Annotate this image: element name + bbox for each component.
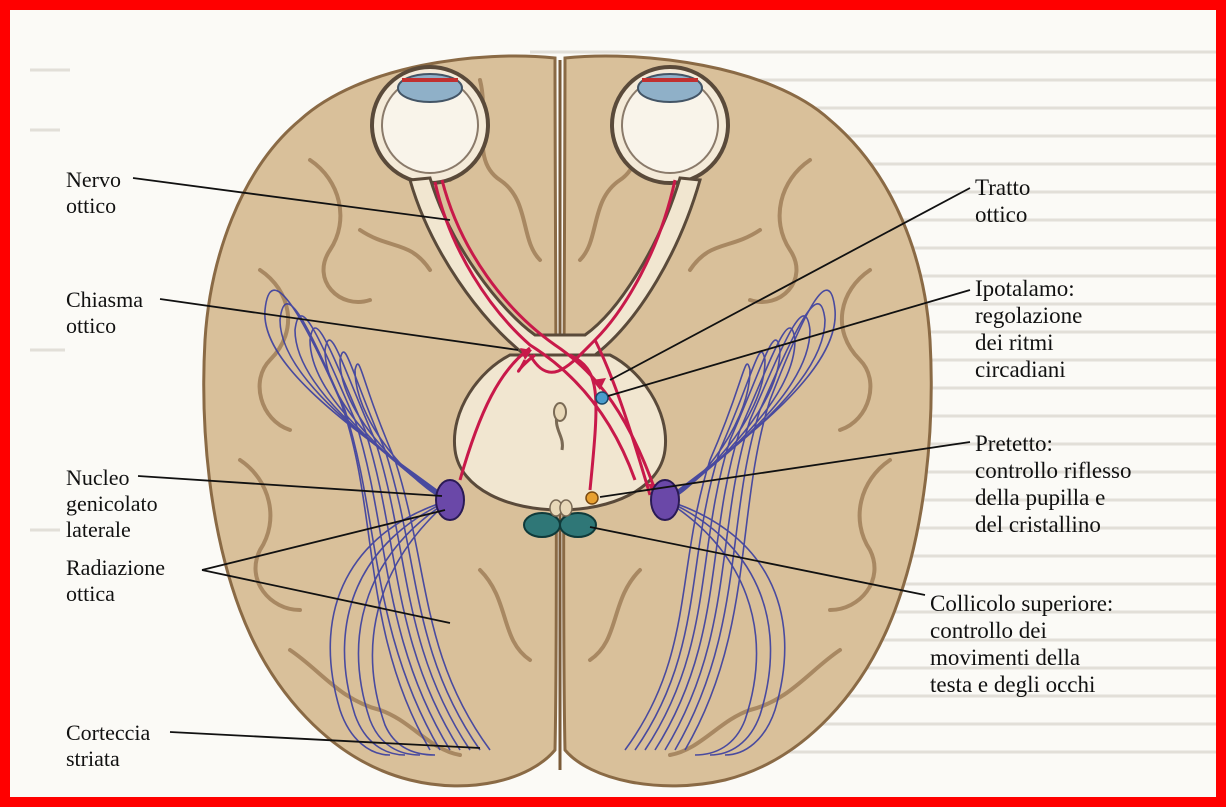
label-chiasma-ottico-line1: Chiasma [66,287,143,313]
superior-colliculus-left [524,513,560,537]
label-nervo-ottico-line2: ottico [66,193,121,219]
label-pretetto-line1: Pretetto: [975,430,1132,457]
label-radiazione-ottica-line2: ottica [66,581,165,607]
pretectum-dot [586,492,598,504]
label-pretetto-line4: del cristallino [975,511,1132,538]
label-nucleo-genicolato-line1: Nucleo [66,465,158,491]
label-nucleo-genicolato-line2: genicolato [66,491,158,517]
label-nervo-ottico-line1: Nervo [66,167,121,193]
label-corteccia-striata: Corteccia striata [66,720,150,772]
label-radiazione-ottica-line1: Radiazione [66,555,165,581]
label-collicolo-line4: testa e degli occhi [930,671,1113,698]
label-pretetto-line3: della pupilla e [975,484,1132,511]
label-collicolo: Collicolo superiore: controllo dei movim… [930,590,1113,698]
label-chiasma-ottico-line2: ottico [66,313,143,339]
label-pretetto-line2: controllo riflesso [975,457,1132,484]
label-tratto-ottico: Tratto ottico [975,174,1030,228]
label-corteccia-striata-line1: Corteccia [66,720,150,746]
label-nucleo-genicolato: Nucleo genicolato laterale [66,465,158,543]
label-ipotalamo-line1: Ipotalamo: [975,275,1082,302]
label-ipotalamo-line2: regolazione [975,302,1082,329]
label-ipotalamo-line3: dei ritmi [975,329,1082,356]
hypothalamus-dot [596,392,608,404]
label-nervo-ottico: Nervo ottico [66,167,121,219]
label-corteccia-striata-line2: striata [66,746,150,772]
label-radiazione-ottica: Radiazione ottica [66,555,165,607]
label-ipotalamo: Ipotalamo: regolazione dei ritmi circadi… [975,275,1082,383]
right-eye [612,67,728,183]
label-collicolo-line2: controllo dei [930,617,1113,644]
left-eye [372,67,488,183]
lgn-left [436,480,464,520]
label-chiasma-ottico: Chiasma ottico [66,287,143,339]
label-ipotalamo-line4: circadiani [975,356,1082,383]
label-tratto-ottico-line2: ottico [975,201,1030,228]
label-tratto-ottico-line1: Tratto [975,174,1030,201]
label-nucleo-genicolato-line3: laterale [66,517,158,543]
label-collicolo-line1: Collicolo superiore: [930,590,1113,617]
pineal-right [560,500,572,516]
label-pretetto: Pretetto: controllo riflesso della pupil… [975,430,1132,538]
label-collicolo-line3: movimenti della [930,644,1113,671]
